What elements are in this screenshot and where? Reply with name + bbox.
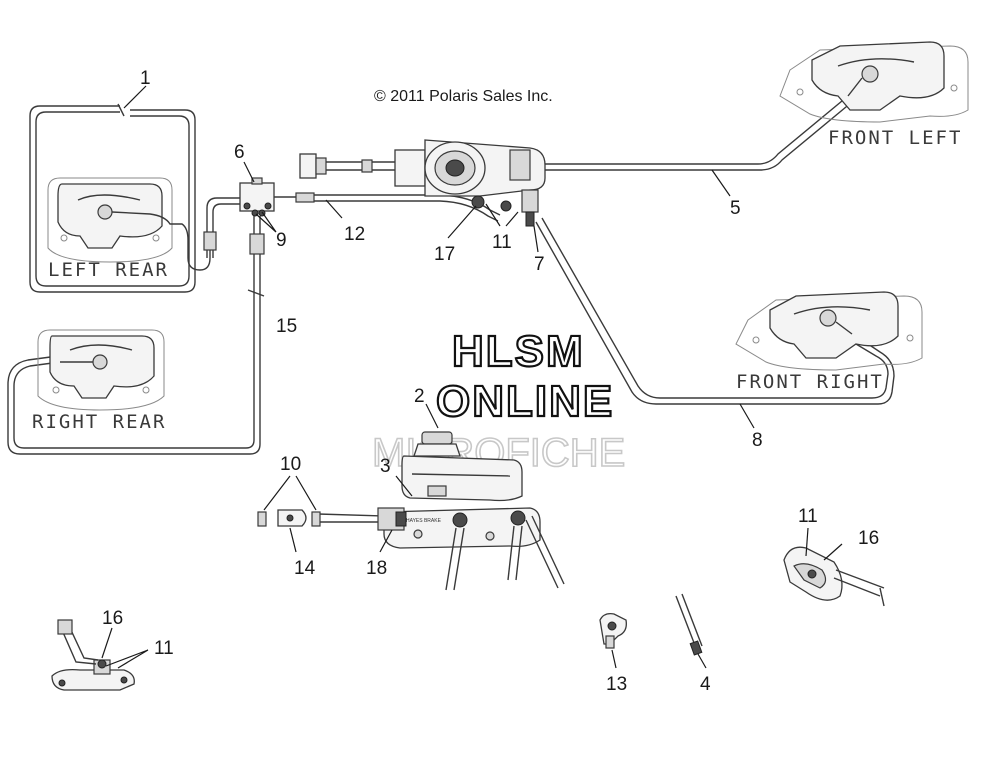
watermark-line1: HLSM xyxy=(452,327,585,376)
banjo-fitting-13[interactable] xyxy=(599,612,627,649)
callout-15[interactable]: 15 xyxy=(276,316,297,337)
label-left-rear: LEFT REAR xyxy=(48,259,169,281)
callout-1[interactable]: 1 xyxy=(140,68,151,89)
callout-11-left[interactable]: 11 xyxy=(154,638,174,659)
caliper-left-rear[interactable] xyxy=(47,177,211,271)
callout-9[interactable]: 9 xyxy=(276,230,287,251)
callout-16-left[interactable]: 16 xyxy=(102,608,123,629)
reservoir-cap xyxy=(421,431,453,445)
callout-17[interactable]: 17 xyxy=(434,244,455,265)
callout-11-top[interactable]: 11 xyxy=(492,232,512,253)
callout-13[interactable]: 13 xyxy=(606,674,627,695)
master-cylinder-lower[interactable]: HAYES BRAKE xyxy=(383,431,565,591)
callout-7[interactable]: 7 xyxy=(534,254,545,275)
callout-2[interactable]: 2 xyxy=(414,386,425,407)
caliper-assembly-right-small[interactable] xyxy=(783,546,885,607)
brake-line-5[interactable] xyxy=(545,95,853,171)
brake-line-left-rear-feed[interactable] xyxy=(203,197,240,258)
callout-4[interactable]: 4 xyxy=(700,674,711,695)
clevis-14[interactable] xyxy=(277,509,307,527)
callout-5[interactable]: 5 xyxy=(730,198,741,219)
label-front-right: FRONT RIGHT xyxy=(736,371,884,393)
pin-4[interactable] xyxy=(675,593,703,656)
junction-block-6[interactable] xyxy=(239,177,315,217)
callout-3[interactable]: 3 xyxy=(380,456,391,477)
callout-10[interactable]: 10 xyxy=(280,454,301,475)
push-rod-18[interactable] xyxy=(317,507,407,531)
callout-8[interactable]: 8 xyxy=(752,430,763,451)
caliper-front-left[interactable] xyxy=(779,41,969,123)
jam-nuts-10[interactable] xyxy=(257,511,321,527)
caliper-right-rear[interactable] xyxy=(37,329,165,411)
label-right-rear: RIGHT REAR xyxy=(32,411,166,433)
callout-12[interactable]: 12 xyxy=(344,224,365,245)
callout-14[interactable]: 14 xyxy=(294,558,316,579)
copyright-text: © 2011 Polaris Sales Inc. xyxy=(374,88,553,105)
caliper-front-right[interactable] xyxy=(735,291,923,371)
brake-line-15[interactable] xyxy=(7,216,265,455)
caliper-assembly-left-small[interactable] xyxy=(51,619,135,691)
callout-16-right[interactable]: 16 xyxy=(858,528,879,549)
callout-6[interactable]: 6 xyxy=(234,142,245,163)
brake-line-1[interactable] xyxy=(29,103,196,293)
brake-line-8[interactable] xyxy=(535,217,895,405)
label-front-left: FRONT LEFT xyxy=(828,127,962,149)
callout-11-right[interactable]: 11 xyxy=(798,506,818,527)
callout-18[interactable]: 18 xyxy=(366,558,387,579)
master-cylinder-upper[interactable] xyxy=(299,139,546,227)
part-stamp: HAYES BRAKE xyxy=(406,518,442,524)
watermark-line2: ONLINE xyxy=(436,377,614,426)
leader-lines xyxy=(101,85,843,669)
callouts: 1 6 9 12 5 17 11 7 15 2 8 3 10 14 18 11 … xyxy=(102,68,879,695)
